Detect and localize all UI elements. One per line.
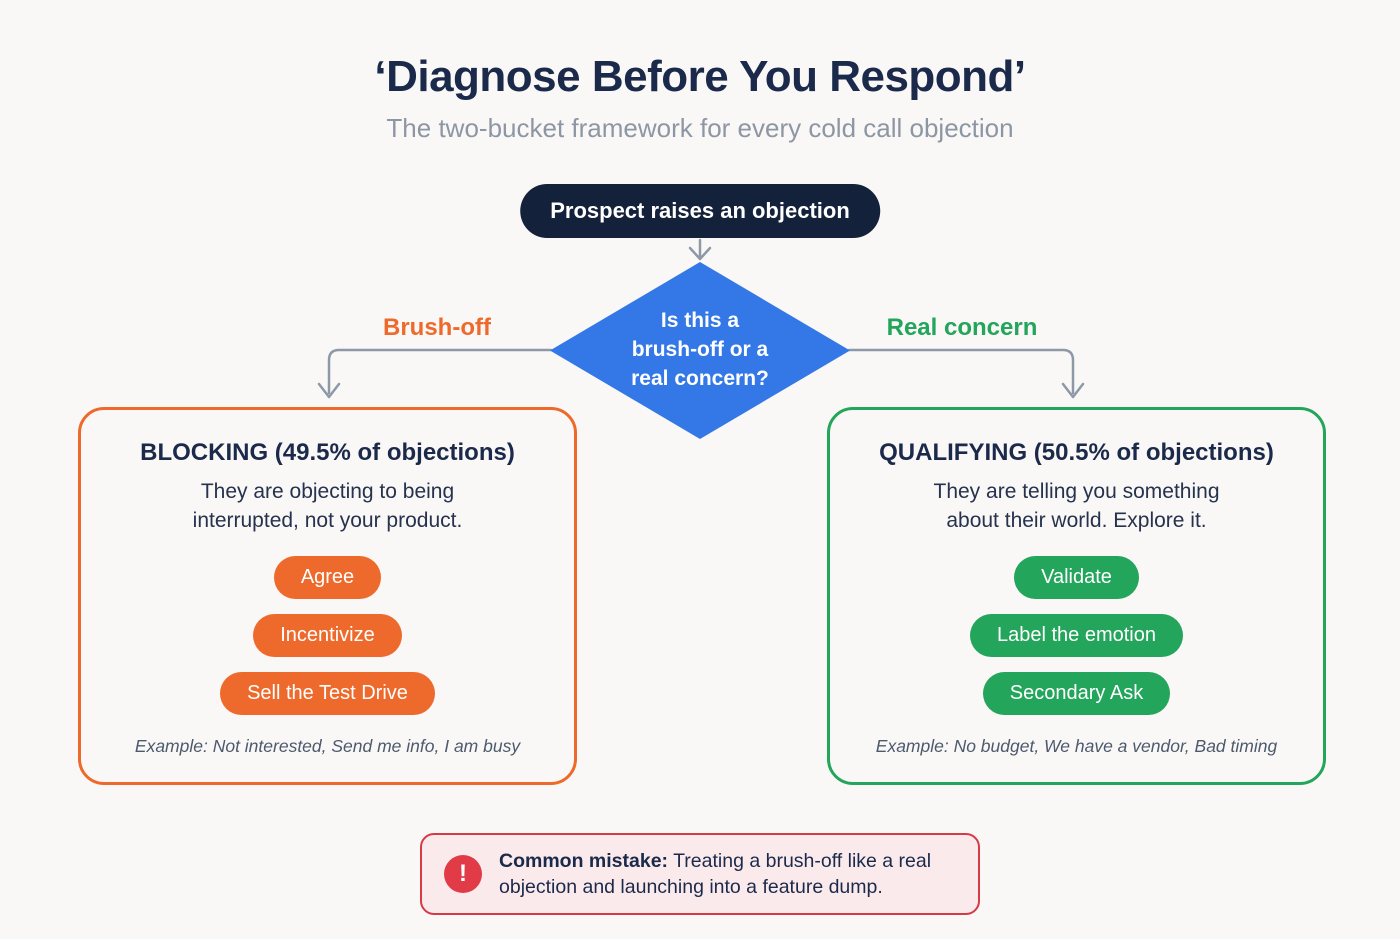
- qualifying-box-description: They are telling you something about the…: [933, 480, 1220, 532]
- qualifying-example-text: Example: No budget, We have a vendor, Ba…: [875, 736, 1278, 756]
- tactic-pill-agree: Agree: [273, 556, 382, 599]
- tactic-pill-validate: Validate: [1014, 556, 1139, 599]
- start-node-label: Prospect raises an objection: [550, 198, 850, 223]
- blocking-box: BLOCKING (49.5% of objections) They are …: [78, 407, 577, 785]
- tactic-pill-sell-test-drive: Sell the Test Drive: [220, 672, 435, 715]
- page-subtitle: The two-bucket framework for every cold …: [386, 113, 1014, 143]
- qualifying-tactics: Validate Label the emotion Secondary Ask: [969, 556, 1183, 715]
- common-mistake-text: Common mistake: Treating a brush-off lik…: [499, 850, 932, 898]
- arrow-start-to-decision: [688, 238, 712, 261]
- decision-node: Is this a brush-off or a real concern?: [550, 262, 850, 439]
- arrow-right-branch: [847, 348, 1085, 399]
- branch-label-real-concern: Real concern: [886, 314, 1038, 341]
- tactic-pill-label-emotion: Label the emotion: [969, 614, 1183, 657]
- blocking-tactics: Agree Incentivize Sell the Test Drive: [220, 556, 435, 715]
- page-title: ‘Diagnose Before You Respond’: [374, 52, 1026, 101]
- qualifying-box-title: QUALIFYING (50.5% of objections): [879, 439, 1274, 466]
- tactic-pill-secondary-ask: Secondary Ask: [982, 672, 1171, 715]
- blocking-example-text: Example: Not interested, Send me info, I…: [134, 736, 521, 756]
- alert-icon: !: [444, 855, 482, 893]
- decision-text: Is this a brush-off or a real concern?: [631, 309, 769, 390]
- common-mistake-label: Common mistake:: [499, 850, 669, 872]
- tactic-pill-incentivize: Incentivize: [253, 614, 402, 657]
- start-node: Prospect raises an objection: [520, 184, 880, 238]
- branch-label-brush-off: Brush-off: [383, 314, 491, 341]
- common-mistake-callout: ! Common mistake: Treating a brush-off l…: [420, 833, 980, 915]
- arrow-left-branch: [317, 348, 553, 399]
- qualifying-box: QUALIFYING (50.5% of objections) They ar…: [827, 407, 1326, 785]
- blocking-box-title: BLOCKING (49.5% of objections): [140, 439, 515, 466]
- blocking-box-description: They are objecting to being interrupted,…: [192, 480, 463, 532]
